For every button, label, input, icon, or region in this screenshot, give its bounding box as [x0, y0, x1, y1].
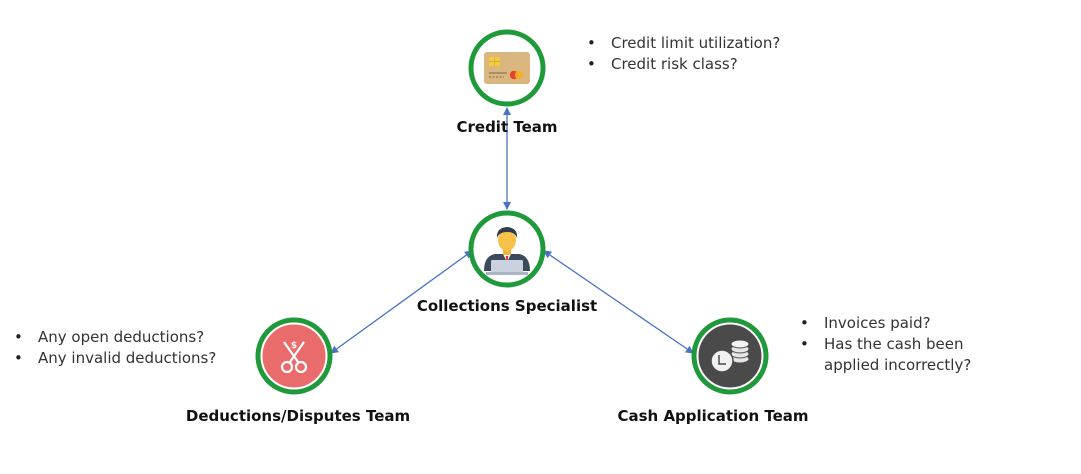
question-item: Any invalid deductions? — [12, 348, 216, 369]
node-cash[interactable] — [691, 317, 769, 395]
scissors-dollar-icon: $ — [280, 341, 308, 374]
question-item: Has the cash been applied incorrectly? — [798, 334, 1013, 376]
questions-cash: Invoices paid? Has the cash been applied… — [798, 313, 1013, 376]
node-label-deductions: Deductions/Disputes Team — [185, 407, 411, 425]
edge-collections-cash — [543, 250, 694, 354]
node-label-credit: Credit Team — [456, 118, 558, 136]
questions-credit: Credit limit utilization? Credit risk cl… — [585, 33, 780, 75]
clock-coins-icon — [710, 339, 750, 373]
node-label-cash: Cash Application Team — [617, 407, 809, 425]
question-item: Invoices paid? — [798, 313, 1013, 334]
question-item: Credit risk class? — [585, 54, 780, 75]
edge-collections-deductions — [330, 250, 473, 354]
node-label-collections: Collections Specialist — [416, 297, 598, 315]
questions-deductions: Any open deductions? Any invalid deducti… — [12, 327, 216, 369]
credit-card-icon — [484, 52, 530, 84]
person-laptop-icon — [484, 227, 530, 275]
svg-text:$: $ — [291, 341, 297, 351]
question-item: Credit limit utilization? — [585, 33, 780, 54]
node-credit[interactable] — [468, 29, 546, 107]
node-collections[interactable] — [468, 210, 546, 288]
node-deductions[interactable]: $ — [255, 317, 333, 395]
question-item: Any open deductions? — [12, 327, 216, 348]
